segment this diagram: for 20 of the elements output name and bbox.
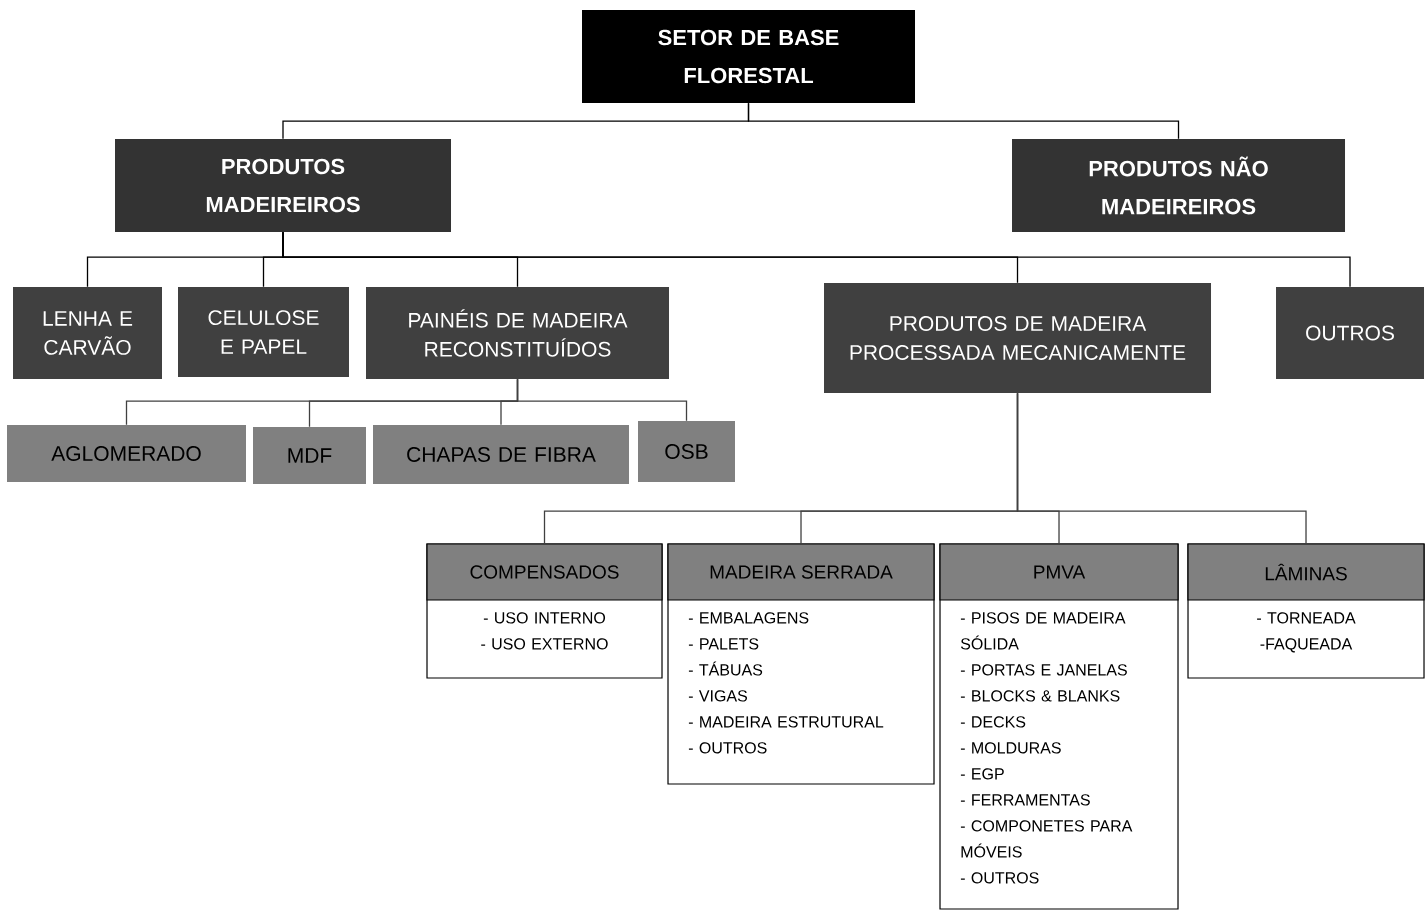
category-box: LÂMINAS - TORNEADA -FAQUEADA bbox=[1187, 543, 1425, 679]
category-box: OUTROS bbox=[1276, 287, 1424, 379]
subcategory-box: AGLOMERADO bbox=[7, 425, 246, 482]
category-box: MADEIRA SERRADA - EMBALAGENS - PALETS - TÁBUAS - VIGAS - MADEIRA ESTRUTURAL - OUTROS bbox=[667, 543, 935, 785]
connector-line bbox=[747, 102, 1180, 140]
category-box: LENHA E CARVÃO bbox=[13, 287, 162, 379]
connector-line bbox=[1016, 392, 1307, 545]
category-box: CELULOSE E PAPEL bbox=[178, 287, 349, 377]
connector-line bbox=[516, 378, 688, 422]
subcategory-box: CHAPAS DE FIBRA bbox=[373, 425, 629, 484]
connector-line bbox=[282, 231, 1351, 288]
title-box: SETOR DE BASE FLORESTAL bbox=[582, 10, 915, 103]
category-box: COMPENSADOS - USO INTERNO - USO EXTERNO bbox=[426, 543, 663, 679]
category-box: PRODUTOS NÃO MADEIREIROS bbox=[1012, 139, 1345, 232]
category-box: PMVA - PISOS DE MADEIRA SÓLIDA - PORTAS E JANELAS - BLOCKS & BLANKS - DECKS - MOLDURAS - EGP - FERRAMENTAS - COMPONETES PARA MÓVEIS - OUTROS bbox=[939, 543, 1179, 910]
subcategory-box: OSB bbox=[638, 421, 735, 482]
category-box: PAINÉIS DE MADEIRA RECONSTITUÍDOS bbox=[366, 287, 669, 379]
category-box: PRODUTOS MADEIREIROS bbox=[115, 139, 451, 232]
subcategory-box: MDF bbox=[253, 427, 366, 484]
category-box: PRODUTOS DE MADEIRA PROCESSADA MECANICAMENTE bbox=[824, 283, 1211, 393]
